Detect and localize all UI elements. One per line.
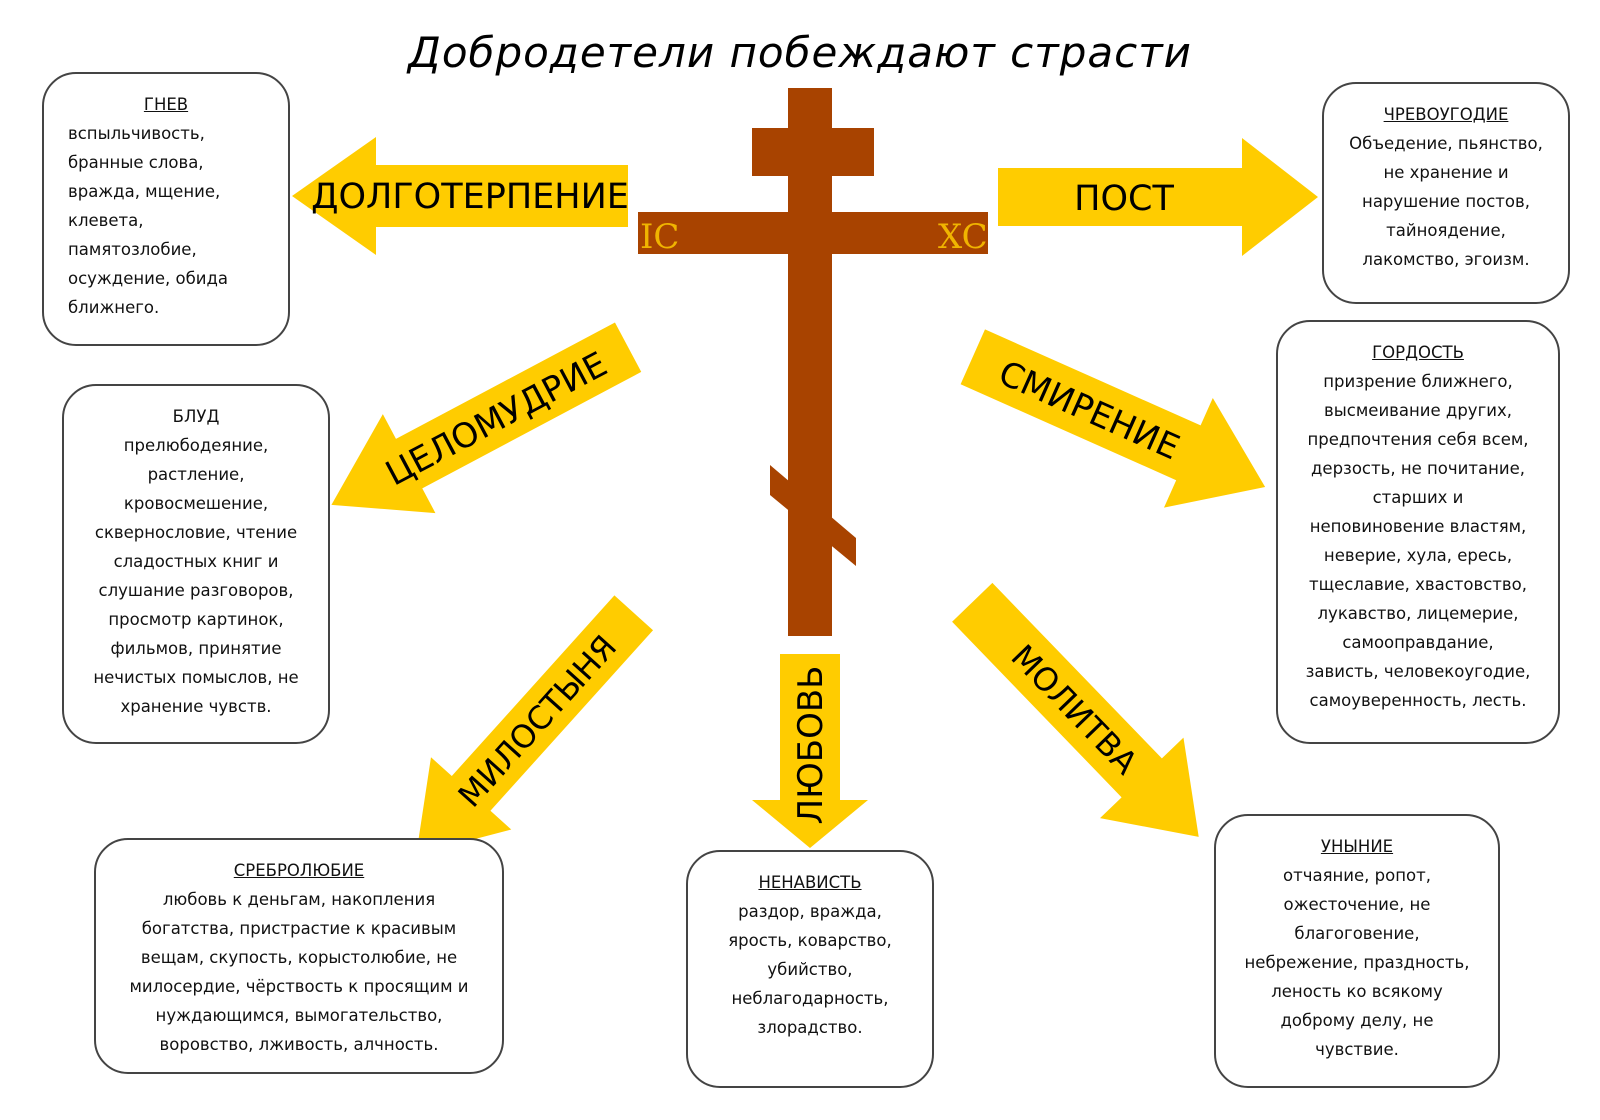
passion-body-gluttony: Объедение, пьянство, не хранение и наруш… [1349, 134, 1543, 269]
passion-body-pride: призрение ближнего, высмеивание других, … [1305, 372, 1531, 710]
passion-box-avarice: СРЕБРОЛЮБИЕ любовь к деньгам, накопления… [94, 838, 504, 1074]
passion-box-gluttony: ЧРЕВОУГОДИЕ Объедение, пьянство, не хран… [1322, 82, 1570, 304]
passion-head-hatred: НЕНАВИСТЬ [758, 873, 862, 892]
cross-main-bar [638, 212, 988, 254]
virtue-prayer: МОЛИТВА [1004, 637, 1145, 782]
cross-vertical-beam [788, 88, 832, 636]
passion-head-despondency: УНЫНИЕ [1320, 837, 1394, 856]
passion-box-pride: ГОРДОСТЬ призрение ближнего, высмеивание… [1276, 320, 1560, 744]
passion-box-anger: ГНЕВ вспыльчивость, бранные слова, вражд… [42, 72, 290, 346]
passion-head-pride: ГОРДОСТЬ [1372, 343, 1464, 362]
virtue-almsgiving: МИЛОСТЫНЯ [451, 628, 625, 815]
passion-head-anger: ГНЕВ [143, 95, 189, 114]
passion-body-fornication: прелюбодеяние, растление, кровосмешение,… [93, 436, 299, 716]
arrow-humility: СМИРЕНИЕ [960, 329, 1266, 508]
virtue-chastity: ЦЕЛОМУДРИЕ [379, 344, 613, 494]
cross-top-bar [752, 128, 874, 176]
passion-box-despondency: УНЫНИЕ отчаяние, ропот, ожесточение, не … [1214, 814, 1500, 1088]
passion-box-fornication: БЛУД прелюбодеяние, растление, кровосмеш… [62, 384, 330, 744]
virtue-love: ЛЮБОВЬ [791, 665, 831, 824]
passion-head-gluttony: ЧРЕВОУГОДИЕ [1383, 105, 1509, 124]
passion-body-anger: вспыльчивость, бранные слова, вражда, мщ… [68, 124, 229, 317]
passion-body-despondency: отчаяние, ропот, ожесточение, не благого… [1244, 866, 1470, 1059]
virtue-fasting: ПОСТ [1074, 179, 1174, 219]
arrow-love: ЛЮБОВЬ [752, 654, 868, 848]
passion-head-fornication: БЛУД [172, 407, 220, 426]
monogram-ic: IC [640, 217, 679, 257]
cross-footrest [770, 465, 856, 566]
arrow-fasting: ПОСТ [998, 138, 1318, 256]
passion-body-avarice: любовь к деньгам, накопления богатства, … [129, 890, 469, 1054]
diagram-title: Добродетели побеждают страсти [408, 28, 1192, 77]
virtue-longsuffering: ДОЛГОТЕРПЕНИЕ [311, 177, 629, 217]
monogram-xc: XC [938, 217, 988, 257]
passion-box-hatred: НЕНАВИСТЬ раздор, вражда, ярость, коварс… [686, 850, 934, 1088]
arrow-chastity: ЦЕЛОМУДРИЕ [331, 322, 642, 514]
passion-body-hatred: раздор, вражда, ярость, коварство, убийс… [728, 902, 892, 1037]
arrow-prayer: МОЛИТВА [952, 582, 1199, 837]
orthodox-cross-icon [638, 88, 988, 636]
arrow-longsuffering: ДОЛГОТЕРПЕНИЕ [292, 137, 629, 255]
passion-head-avarice: СРЕБРОЛЮБИЕ [233, 861, 365, 880]
